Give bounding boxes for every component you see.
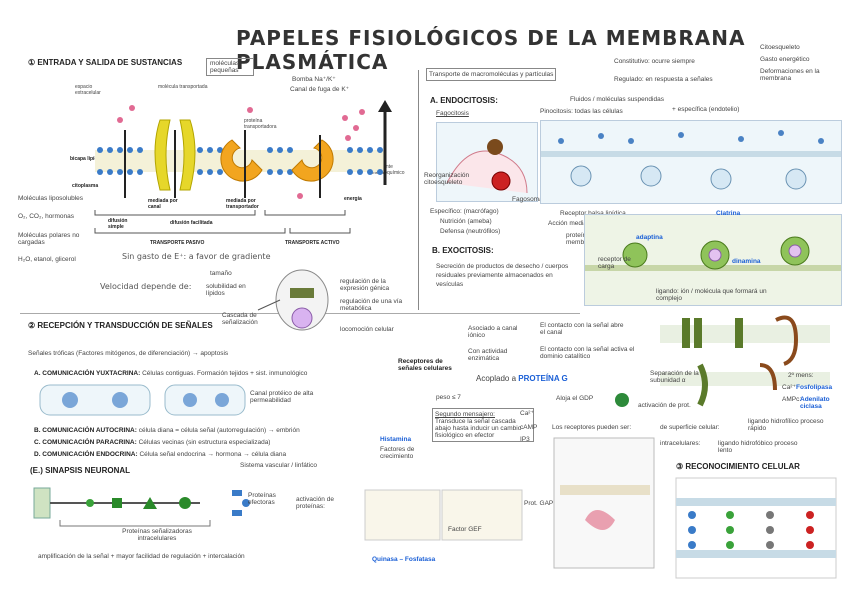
recognition-diagram: [0, 0, 848, 599]
